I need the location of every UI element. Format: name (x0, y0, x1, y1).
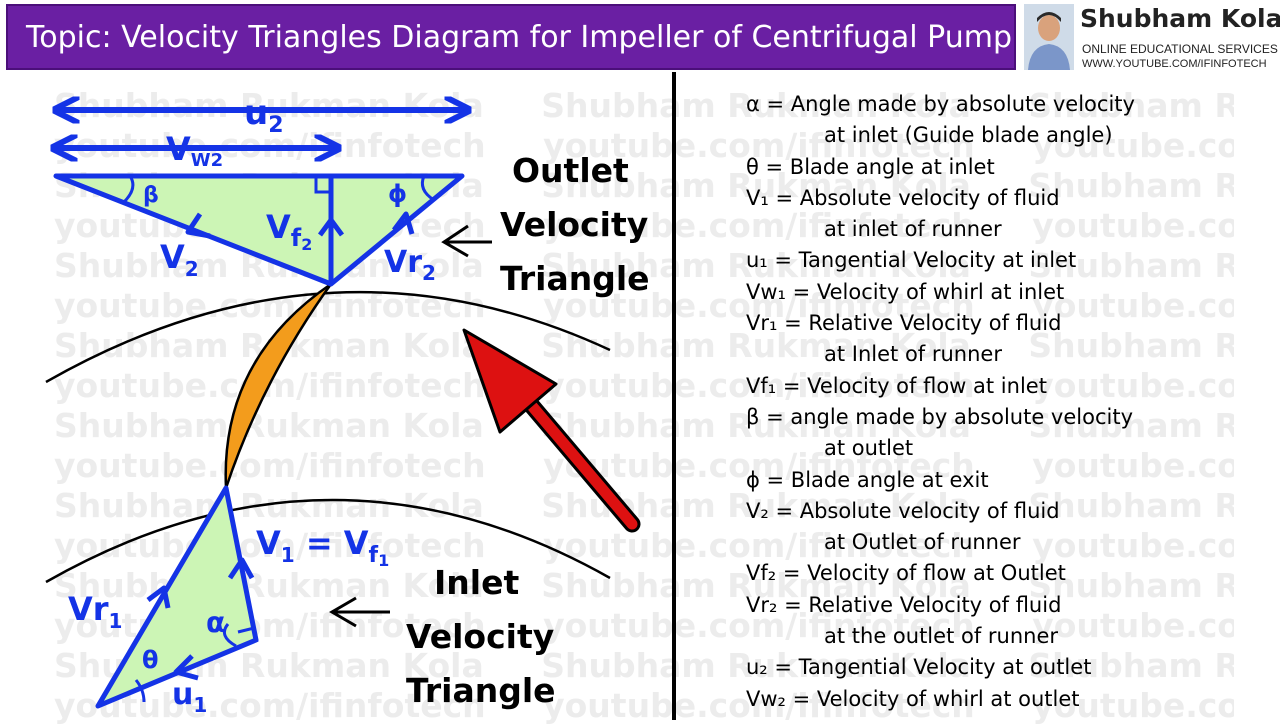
legend-line: at outlet (824, 436, 914, 461)
legend-line: Vw₂ = Velocity of whirl at outlet (746, 686, 1080, 711)
outlet-caption-1: Outlet (512, 151, 629, 190)
legend-line: α = Angle made by absolute velocity (746, 92, 1135, 116)
phi-arc (420, 175, 435, 202)
beta-arc (122, 175, 135, 204)
u1-label: u1 (172, 677, 207, 717)
impeller-blade (224, 282, 333, 489)
outlet-pointer-arrow (441, 224, 492, 258)
legend-line: at the outlet of runner (824, 624, 1059, 649)
legend-line: u₁ = Tangential Velocity at inlet (746, 248, 1077, 273)
legend-line: Vr₂ = Relative Velocity of fluid (746, 592, 1062, 617)
legend-line: at Inlet of runner (824, 342, 1002, 367)
vf2-label: Vf2 (266, 208, 312, 254)
v2-arrowhead (185, 212, 211, 239)
legend-line: V₁ = Absolute velocity of fluid (746, 185, 1060, 210)
legend-line: at Outlet of runner (824, 530, 1021, 555)
u1-arrowhead (173, 654, 199, 681)
brand-name: Shubham Kola (1080, 4, 1280, 33)
vw2-label: VW2 (166, 130, 223, 171)
brand-subtitle: ONLINE EDUCATIONAL SERVICES (1082, 42, 1278, 56)
legend-line: at inlet (Guide blade angle) (824, 123, 1113, 148)
legend-line: Vw₁ = Velocity of whirl at inlet (746, 279, 1065, 304)
outlet-right-angle-mark (314, 176, 331, 194)
inlet-caption-2: Velocity (406, 617, 554, 656)
vr1-arrowhead (146, 585, 171, 609)
v2-label: V2 (160, 238, 199, 281)
u2-label: u2 (244, 93, 284, 138)
avatar-photo-icon (1024, 4, 1074, 70)
legend-line: Vf₁ = Velocity of flow at inlet (746, 373, 1047, 398)
vr2-label: Vr2 (384, 245, 436, 285)
outlet-caption-2: Velocity (500, 205, 648, 244)
alpha-label: α (206, 606, 225, 639)
inlet-right-angle-mark (237, 626, 259, 643)
outlet-caption-3: Triangle (500, 259, 650, 298)
vr1-label: Vr1 (68, 590, 122, 633)
symbol-legend: α = Angle made by absolute velocity at in… (746, 89, 1266, 715)
legend-line: β = angle made by absolute velocity (746, 404, 1134, 429)
brand-url[interactable]: WWW.YOUTUBE.COM/IFINFOTECH (1082, 58, 1267, 70)
vf2-arrowhead (317, 217, 345, 237)
v1-arrowhead (227, 557, 255, 580)
phi-label: ϕ (388, 180, 407, 208)
legend-line: θ = Blade angle at inlet (746, 154, 995, 179)
v1-vf1-label: V1 = Vf1 (256, 524, 389, 570)
brand-block: Shubham Kola ONLINE EDUCATIONAL SERVICES… (1022, 2, 1280, 74)
topic-header: Topic: Velocity Triangles Diagram for Im… (6, 4, 1016, 70)
velocity-triangles-diagram: Outlet Velocity Triangle Inlet Velocity … (45, 93, 650, 717)
inlet-pointer-arrow (329, 596, 390, 628)
inlet-caption-1: Inlet (434, 563, 519, 602)
legend-line: ϕ = Blade angle at exit (746, 467, 989, 492)
vr2-arrowhead (392, 211, 415, 235)
legend-line: at inlet of runner (824, 217, 1002, 242)
flow-arrowhead (462, 328, 558, 434)
outer-impeller-arc (45, 290, 611, 384)
page-title: Topic: Velocity Triangles Diagram for Im… (26, 20, 1013, 55)
legend-line: V₂ = Absolute velocity of fluid (746, 498, 1060, 523)
avatar (1024, 4, 1074, 70)
legend-line: Vr₁ = Relative Velocity of fluid (746, 311, 1062, 336)
legend-line: Vf₂ = Velocity of flow at Outlet (746, 561, 1066, 586)
theta-arc (134, 679, 146, 703)
alpha-arc (222, 623, 237, 648)
panel-divider (672, 72, 676, 720)
beta-label: β (143, 183, 159, 208)
inner-impeller-arc (45, 498, 611, 584)
inlet-caption-3: Triangle (406, 671, 556, 710)
legend-line: u₂ = Tangential Velocity at outlet (746, 655, 1092, 680)
theta-label: θ (142, 646, 159, 674)
